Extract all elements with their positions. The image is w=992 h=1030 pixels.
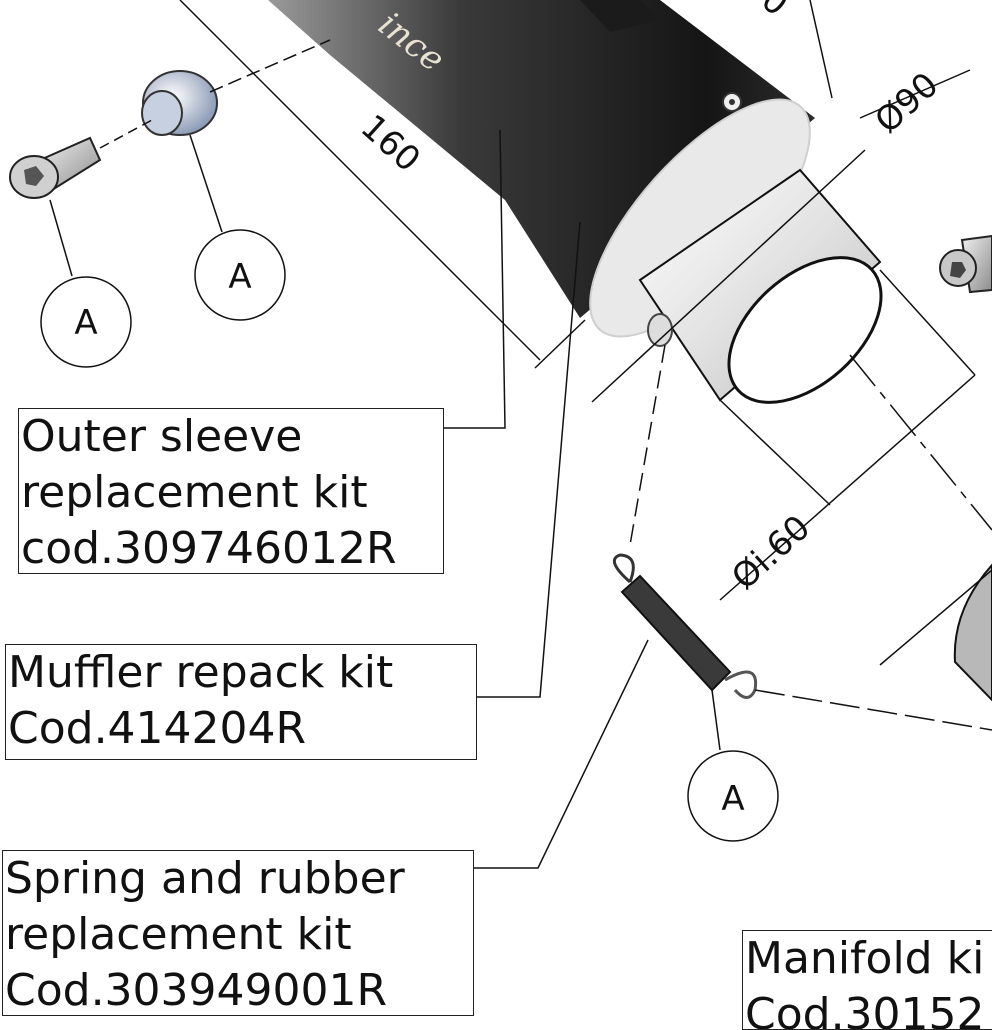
right-bolt [939, 234, 992, 294]
muffler-repack-code: Cod.414204R [8, 703, 307, 754]
dimension-inner-diameter: Øi.60 [724, 508, 818, 598]
dimension-partial: 0 [753, 0, 795, 24]
callout-bolt: A [40, 276, 132, 368]
bushing [141, 70, 218, 136]
dimension-outer-diameter: Ø90 [868, 65, 947, 142]
callout-bolt-letter: A [74, 303, 97, 343]
outer-sleeve-line2: replacement kit [21, 467, 368, 518]
manifold-line1: Manifold ki [745, 933, 985, 984]
left-bolt [9, 136, 102, 199]
outer-sleeve-code: cod.309746012R [21, 523, 397, 574]
callout-spring-letter: A [721, 779, 744, 819]
muffler-repack-kit-label: Muffler repack kit Cod.414204R [5, 644, 477, 760]
callout-bushing: A [194, 229, 286, 321]
spring-rubber-line1: Spring and rubber [5, 853, 405, 904]
muffler-repack-line1: Muffler repack kit [8, 647, 394, 698]
spring-rubber-kit-label: Spring and rubber replacement kit Cod.30… [2, 850, 474, 1016]
spring-rubber-line2: replacement kit [5, 909, 352, 960]
outer-sleeve-kit-label: Outer sleeve replacement kit cod.3097460… [18, 408, 444, 574]
callout-spring: A [687, 750, 779, 842]
inner-pipe [638, 168, 883, 404]
manifold-code: Cod.30152 [745, 989, 985, 1030]
callout-bushing-letter: A [228, 257, 251, 297]
right-pipe-section [953, 563, 992, 702]
outer-sleeve-line1: Outer sleeve [21, 411, 303, 462]
leader-lines [49, 0, 992, 869]
spring-rubber-code: Cod.303949001R [5, 965, 388, 1016]
manifold-kit-label: Manifold ki Cod.30152 [742, 930, 992, 1030]
